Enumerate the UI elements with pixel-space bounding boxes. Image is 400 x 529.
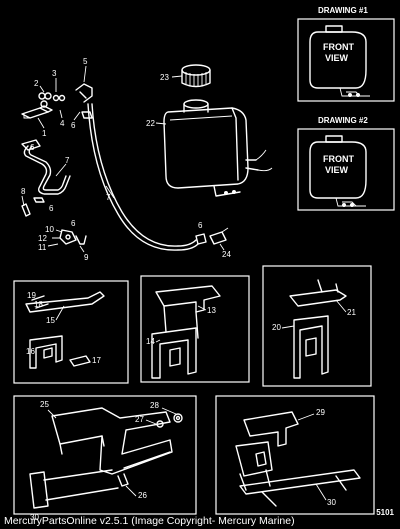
reservoir-assembly: 23 22 bbox=[146, 64, 273, 197]
callout-5: 5 bbox=[83, 57, 88, 66]
callout-28: 28 bbox=[150, 401, 159, 410]
drawing-1-label-front: FRONT bbox=[323, 42, 354, 52]
callout-15: 15 bbox=[46, 316, 55, 325]
bracket-panel-c: 21 20 bbox=[262, 265, 372, 387]
callout-23: 23 bbox=[160, 73, 169, 82]
drawing-2-panel: DRAWING #2 FRONT VIEW bbox=[297, 116, 395, 211]
callout-25: 25 bbox=[40, 400, 49, 409]
callout-19: 19 bbox=[27, 291, 36, 300]
callout-30-b: 30 bbox=[327, 498, 336, 507]
callout-7-a: 7 bbox=[65, 156, 70, 165]
callout-6-d: 6 bbox=[71, 219, 76, 228]
callout-6-c: 6 bbox=[49, 204, 54, 213]
callout-14: 14 bbox=[146, 337, 155, 346]
callout-11: 11 bbox=[38, 243, 47, 252]
callout-27: 27 bbox=[135, 415, 144, 424]
bracket-panel-d: 25 28 27 26 30 bbox=[13, 395, 197, 522]
lower-fittings-cluster: 8 6 10 12 11 6 9 bbox=[21, 187, 89, 262]
bracket-panel-e: 29 30 bbox=[215, 395, 375, 515]
callout-22: 22 bbox=[146, 119, 155, 128]
callout-3: 3 bbox=[52, 69, 57, 78]
callout-6-b: 6 bbox=[30, 143, 35, 152]
callout-20: 20 bbox=[272, 323, 281, 332]
drawing-2-title: DRAWING #2 bbox=[318, 116, 368, 125]
callout-12: 12 bbox=[38, 234, 47, 243]
drawing-2-label-front: FRONT bbox=[323, 154, 354, 164]
callout-30-a: 30 bbox=[30, 513, 39, 522]
callout-24: 24 bbox=[222, 250, 231, 259]
bracket-panel-b: 13 14 bbox=[140, 275, 250, 383]
callout-1: 1 bbox=[42, 129, 47, 138]
drawing-1-title: DRAWING #1 bbox=[318, 6, 368, 15]
callout-9: 9 bbox=[84, 253, 89, 262]
callout-2: 2 bbox=[34, 79, 39, 88]
figure-number: 5101 bbox=[376, 508, 394, 517]
drawing-1-label-view: VIEW bbox=[325, 53, 349, 63]
hose-assembly: 6 7 7 bbox=[21, 103, 199, 251]
callout-7-b: 7 bbox=[106, 193, 111, 202]
image-caption: MercuryPartsOnline v2.5.1 (Image Copyrig… bbox=[4, 515, 295, 527]
callout-13: 13 bbox=[207, 306, 216, 315]
callout-6-e: 6 bbox=[198, 221, 203, 230]
callout-10: 10 bbox=[45, 225, 54, 234]
fitting-24: 6 24 bbox=[195, 221, 231, 259]
callout-4: 4 bbox=[60, 119, 65, 128]
callout-26: 26 bbox=[138, 491, 147, 500]
drawing-2-label-view: VIEW bbox=[325, 165, 349, 175]
callout-6-a: 6 bbox=[71, 121, 76, 130]
fitting-parts-cluster: 3 2 1 4 5 6 bbox=[21, 57, 93, 138]
drawing-1-panel: DRAWING #1 FRONT VIEW bbox=[297, 6, 395, 102]
callout-21: 21 bbox=[347, 308, 356, 317]
bracket-panel-a: 19 18 15 16 17 bbox=[13, 280, 129, 384]
callout-8: 8 bbox=[21, 187, 26, 196]
callout-16: 16 bbox=[26, 347, 35, 356]
callout-17: 17 bbox=[92, 356, 101, 365]
callout-18: 18 bbox=[34, 300, 43, 309]
callout-29: 29 bbox=[316, 408, 325, 417]
